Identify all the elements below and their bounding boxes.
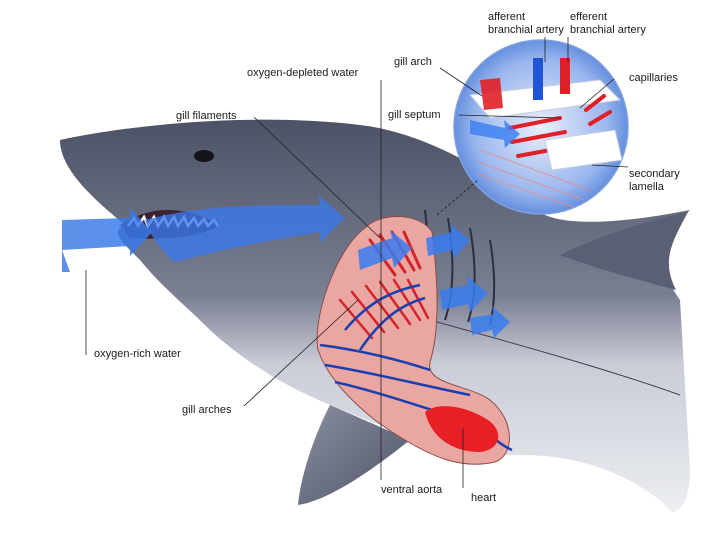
label-efferent-branchial-artery: efferent branchial artery	[570, 11, 646, 37]
label-gill-arch: gill arch	[394, 56, 432, 69]
label-oxygen-rich-water: oxygen-rich water	[94, 348, 181, 361]
label-gill-arches: gill arches	[182, 404, 232, 417]
gill-detail-inset	[454, 40, 628, 214]
label-afferent-line-1: afferent	[488, 11, 564, 24]
label-ventral-aorta: ventral aorta	[381, 484, 442, 497]
label-gill-filaments: gill filaments	[176, 110, 237, 123]
label-efferent-line-2: branchial artery	[570, 24, 646, 37]
label-efferent-line-1: efferent	[570, 11, 646, 24]
label-oxygen-depleted-water: oxygen-depleted water	[247, 67, 358, 80]
eye	[194, 150, 214, 162]
label-afferent-branchial-artery: afferent branchial artery	[488, 11, 564, 37]
label-capillaries: capillaries	[629, 72, 678, 85]
water-flow-inlet	[62, 208, 152, 272]
label-secondary-line-2: lamella	[629, 181, 680, 194]
label-secondary-line-1: secondary	[629, 168, 680, 181]
label-heart: heart	[471, 492, 496, 505]
label-afferent-line-2: branchial artery	[488, 24, 564, 37]
label-secondary-lamella: secondary lamella	[629, 168, 680, 194]
label-gill-septum: gill septum	[388, 109, 441, 122]
